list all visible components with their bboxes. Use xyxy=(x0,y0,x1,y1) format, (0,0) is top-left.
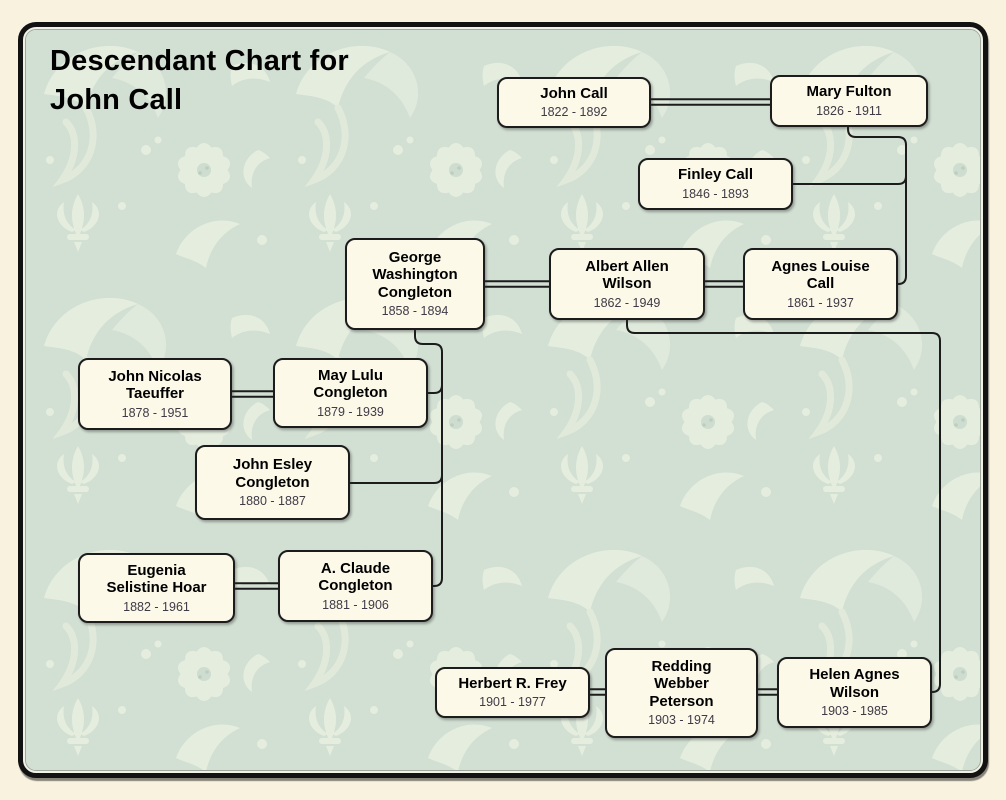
person-dates: 1903 - 1974 xyxy=(648,713,715,728)
person-box-eugenia-selistine-hoar[interactable]: Eugenia Selistine Hoar 1882 - 1961 xyxy=(78,553,235,623)
person-dates: 1826 - 1911 xyxy=(816,103,882,118)
person-dates: 1881 - 1906 xyxy=(322,597,389,612)
person-name: Finley Call xyxy=(677,166,754,184)
person-dates: 1878 - 1951 xyxy=(121,405,189,420)
person-dates: 1858 - 1894 xyxy=(381,304,449,319)
person-box-agnes-louise-call[interactable]: Agnes Louise Call 1861 - 1937 xyxy=(743,248,898,320)
page-title: Descendant Chart for John Call xyxy=(50,45,349,116)
person-dates: 1846 - 1893 xyxy=(682,186,749,201)
person-box-a-claude-congleton[interactable]: A. Claude Congleton 1881 - 1906 xyxy=(278,550,433,622)
person-box-john-esley-congleton[interactable]: John Esley Congleton 1880 - 1887 xyxy=(195,445,350,520)
person-name: Albert Allen Wilson xyxy=(585,257,669,293)
person-name: Herbert R. Frey xyxy=(458,674,567,692)
person-dates: 1861 - 1937 xyxy=(787,295,854,310)
person-box-herbert-r-frey[interactable]: Herbert R. Frey 1901 - 1977 xyxy=(435,667,590,718)
person-box-mary-fulton[interactable]: Mary Fulton 1826 - 1911 xyxy=(770,75,928,127)
person-name: Eugenia Selistine Hoar xyxy=(106,561,207,597)
person-name: George Washington Congleton xyxy=(372,248,458,301)
person-box-albert-allen-wilson[interactable]: Albert Allen Wilson 1862 - 1949 xyxy=(549,248,705,320)
person-name: Mary Fulton xyxy=(806,83,892,101)
person-dates: 1862 - 1949 xyxy=(593,295,661,310)
person-dates: 1880 - 1887 xyxy=(239,494,306,508)
person-box-helen-agnes-wilson[interactable]: Helen Agnes Wilson 1903 - 1985 xyxy=(777,657,932,728)
person-box-john-call[interactable]: John Call 1822 - 1892 xyxy=(497,77,651,128)
person-name: Redding Webber Peterson xyxy=(649,657,714,710)
person-box-john-nicolas-taeuffer[interactable]: John Nicolas Taeuffer 1878 - 1951 xyxy=(78,358,232,430)
person-box-finley-call[interactable]: Finley Call 1846 - 1893 xyxy=(638,158,793,210)
person-dates: 1822 - 1892 xyxy=(540,105,608,120)
person-box-george-washington-congleton[interactable]: George Washington Congleton 1858 - 1894 xyxy=(345,238,485,330)
person-box-may-lulu-congleton[interactable]: May Lulu Congleton 1879 - 1939 xyxy=(273,358,428,428)
person-name: A. Claude Congleton xyxy=(318,559,393,595)
person-dates: 1903 - 1985 xyxy=(821,704,888,718)
person-dates: 1901 - 1977 xyxy=(479,695,546,710)
person-name: John Call xyxy=(540,84,608,102)
person-name: Helen Agnes Wilson xyxy=(809,666,900,701)
person-name: Agnes Louise Call xyxy=(771,257,870,293)
person-box-redding-webber-peterson[interactable]: Redding Webber Peterson 1903 - 1974 xyxy=(605,648,758,738)
person-dates: 1879 - 1939 xyxy=(317,404,384,419)
person-name: John Esley Congleton xyxy=(232,456,313,491)
person-name: John Nicolas Taeuffer xyxy=(108,367,202,403)
person-dates: 1882 - 1961 xyxy=(123,599,190,614)
person-name: May Lulu Congleton xyxy=(313,366,388,402)
